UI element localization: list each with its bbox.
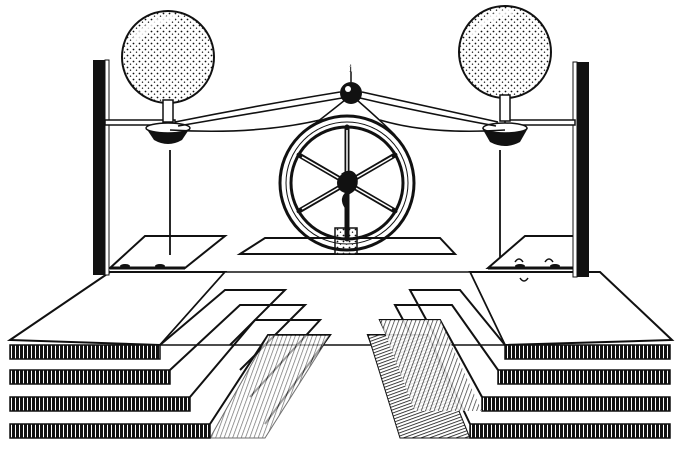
right-sphere — [458, 5, 552, 146]
right-upright — [504, 61, 589, 278]
left-plate — [107, 235, 228, 270]
spoked-wheel — [278, 99, 416, 252]
right-slab-layers — [469, 344, 671, 439]
left-slab-layers — [9, 344, 211, 439]
pulley-knob: i — [340, 61, 362, 104]
left-sphere — [121, 10, 215, 144]
wheel-hub — [337, 173, 357, 193]
crank-handle — [341, 170, 358, 211]
base-platform — [6, 271, 675, 439]
top-letter-label: i — [349, 61, 353, 75]
right-plate — [485, 235, 576, 270]
wheel-pedestal — [236, 227, 458, 255]
connecting-cords — [169, 91, 506, 133]
plate-pegs — [514, 258, 554, 282]
